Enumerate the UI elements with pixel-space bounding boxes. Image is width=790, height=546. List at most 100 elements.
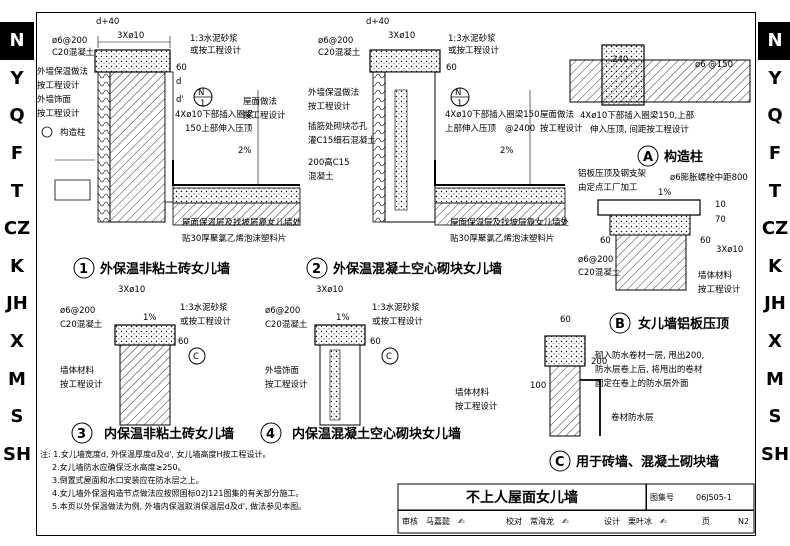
db-10: 10 xyxy=(715,200,726,210)
note-5: 5.本页以外保温做法为例, 外墙内保温取消保温层d及d', 做法参见本图。 xyxy=(52,502,307,511)
d1-1-mark: 1 xyxy=(200,99,205,109)
d1-parapet-wall xyxy=(109,71,166,223)
dc-100: 100 xyxy=(530,381,546,391)
tab-m-left[interactable]: M xyxy=(8,368,26,390)
d1-c20-label: C20混凝土 xyxy=(52,47,95,58)
db-70: 70 xyxy=(715,215,726,225)
tab-cz-right[interactable]: CZ xyxy=(761,218,789,240)
dc-mem1: 砌入防水卷材一层, 甩出200, xyxy=(595,350,704,361)
detail-2-caption: 2 外保温混凝土空心砌块女儿墙 xyxy=(306,257,502,279)
d4-orproj: 或按工程设计 xyxy=(372,316,424,327)
d2-perproj-label: 按工程设计 xyxy=(308,101,351,112)
left-tab-strip: N Y Q F T CZ K JH X M S SH xyxy=(0,22,34,473)
d3-c20: C20混凝土 xyxy=(60,319,103,330)
d1-num: 1 xyxy=(79,262,88,277)
tab-x-right[interactable]: X xyxy=(768,331,782,353)
tab-sh-right[interactable]: SH xyxy=(760,443,790,465)
tab-jh-left[interactable]: JH xyxy=(6,293,28,315)
checker-name: 常海龙 xyxy=(529,517,554,526)
review-label: 审核 xyxy=(402,517,418,526)
d1-perproj-label: 按工程设计 xyxy=(37,80,80,91)
d1-orproj-label: 或按工程设计 xyxy=(190,45,242,56)
tab-f-left[interactable]: F xyxy=(10,143,24,165)
d4-extfinish: 外墙饰面 xyxy=(265,365,300,376)
db-60: 60 xyxy=(600,236,611,246)
detail-4-drawing: C 3Xø10 ø6@200 C20混凝土 1:3水泥砂浆 或按工程设计 外墙饰… xyxy=(265,285,424,426)
page-number: N2 xyxy=(737,517,750,526)
drawing-frame xyxy=(36,12,756,536)
tab-f-right[interactable]: F xyxy=(768,143,782,165)
tab-k-left[interactable]: K xyxy=(10,255,24,277)
d2-roof-insul-label: 屋面保温层及找坡层靠女儿墙处 xyxy=(450,217,570,228)
db-num: B xyxy=(615,317,625,332)
detail-c-caption: C 用于砖墙、混凝土砌块墙 xyxy=(549,450,719,472)
tab-k-right[interactable]: K xyxy=(768,255,782,277)
d2-title: 外保温混凝土空心砌块女儿墙 xyxy=(332,261,502,277)
tab-q-right[interactable]: Q xyxy=(767,105,783,127)
d4-coping xyxy=(314,324,366,346)
d2-coping xyxy=(369,49,441,73)
page-label: 页 xyxy=(701,517,710,526)
d2-r6-label: ø6@200 xyxy=(318,36,353,46)
note-3: 3.倒置式屋面和水口安装应在防水层之上。 xyxy=(52,476,204,485)
db-factory-label: 由定点工厂加工 xyxy=(578,182,638,193)
d3-60: 60 xyxy=(178,337,189,347)
tab-s-right[interactable]: S xyxy=(768,406,782,428)
designer-signature: ✍ xyxy=(659,517,667,526)
tab-y-left[interactable]: Y xyxy=(10,67,24,89)
d1-d40-label: d+40 xyxy=(96,17,119,27)
tab-y-right[interactable]: Y xyxy=(768,67,782,89)
atlas-label: 图集号 xyxy=(650,492,674,502)
tab-n-right[interactable]: N xyxy=(758,22,790,60)
tab-t-left[interactable]: T xyxy=(10,180,24,202)
d1-ext-insul-label: 外墙保温做法 xyxy=(37,66,88,77)
db-title: 女儿墙铝板压顶 xyxy=(638,316,729,332)
db-beam xyxy=(609,214,691,236)
d3-wall xyxy=(119,344,171,426)
d2-n-mark: N xyxy=(455,88,461,98)
d2-slope-label: 2% xyxy=(500,146,514,156)
design-label: 设计 xyxy=(603,517,620,526)
d2-perproj3-label: 按工程设计 xyxy=(540,123,583,134)
d1-rebar-label: 3Xø10 xyxy=(117,31,144,41)
d1-col-label: 构造柱 xyxy=(60,127,86,138)
d1-dprime-label: d' xyxy=(176,95,184,105)
d2-c15-label: 200高C15 xyxy=(308,157,349,168)
d3-c-mark: C xyxy=(193,352,199,362)
d3-title: 内保温非粘土砖女儿墙 xyxy=(104,426,234,442)
detail-4-caption: 4 内保温混凝土空心砌块女儿墙 xyxy=(260,422,461,444)
da-anchor2: 伸入压顶, 间距按工程设计 xyxy=(590,124,689,135)
d4-num: 4 xyxy=(266,427,275,442)
d1-flashing xyxy=(172,160,300,186)
tab-jh-right[interactable]: JH xyxy=(764,293,786,315)
atlas-number: 06J505-1 xyxy=(696,492,732,502)
db-bolt-label: ø6膨胀螺栓中距800 xyxy=(670,172,748,183)
db-wall xyxy=(615,234,687,291)
db-alu-label: 铝板压顶及钢支架 xyxy=(578,168,647,179)
d2-anchor2b-label: 上部伸入压顶 xyxy=(445,123,497,134)
tab-m-right[interactable]: M xyxy=(766,368,784,390)
d2-eps-label: 贴30厚聚氯乙烯泡沫塑料片 xyxy=(450,233,554,244)
db-r6: ø6@200 xyxy=(578,255,613,265)
tab-q-left[interactable]: Q xyxy=(9,105,25,127)
signature-row: 审核 马嘉懿 ✍ 校对 常海龙 ✍ 设计 栗叶冰 ✍ 页 N2 xyxy=(398,510,753,533)
d2-d40-label: d+40 xyxy=(366,17,389,27)
db-c20: C20混凝土 xyxy=(578,267,621,278)
d4-c-mark: C xyxy=(386,352,392,362)
tab-x-left[interactable]: X xyxy=(10,331,24,353)
tab-n-left[interactable]: N xyxy=(0,22,34,60)
tab-s-left[interactable]: S xyxy=(10,406,24,428)
tab-cz-left[interactable]: CZ xyxy=(3,218,31,240)
detail-2-drawing: d+40 3Xø10 ø6@200 C20混凝土 1:3水泥砂浆 或按工程设计 … xyxy=(308,17,583,244)
da-wall-plan xyxy=(569,59,751,103)
tab-t-right[interactable]: T xyxy=(768,180,782,202)
reviewer-name: 马嘉懿 xyxy=(426,517,450,526)
d1-inner-finish xyxy=(164,71,174,203)
tab-sh-left[interactable]: SH xyxy=(2,443,32,465)
dc-memlayer: 卷材防水层 xyxy=(611,412,654,423)
d4-callout xyxy=(381,347,399,365)
da-title: 构造柱 xyxy=(664,149,703,165)
da-anchor1: 4Xø10下部插入圈梁150,上部 xyxy=(580,110,695,121)
